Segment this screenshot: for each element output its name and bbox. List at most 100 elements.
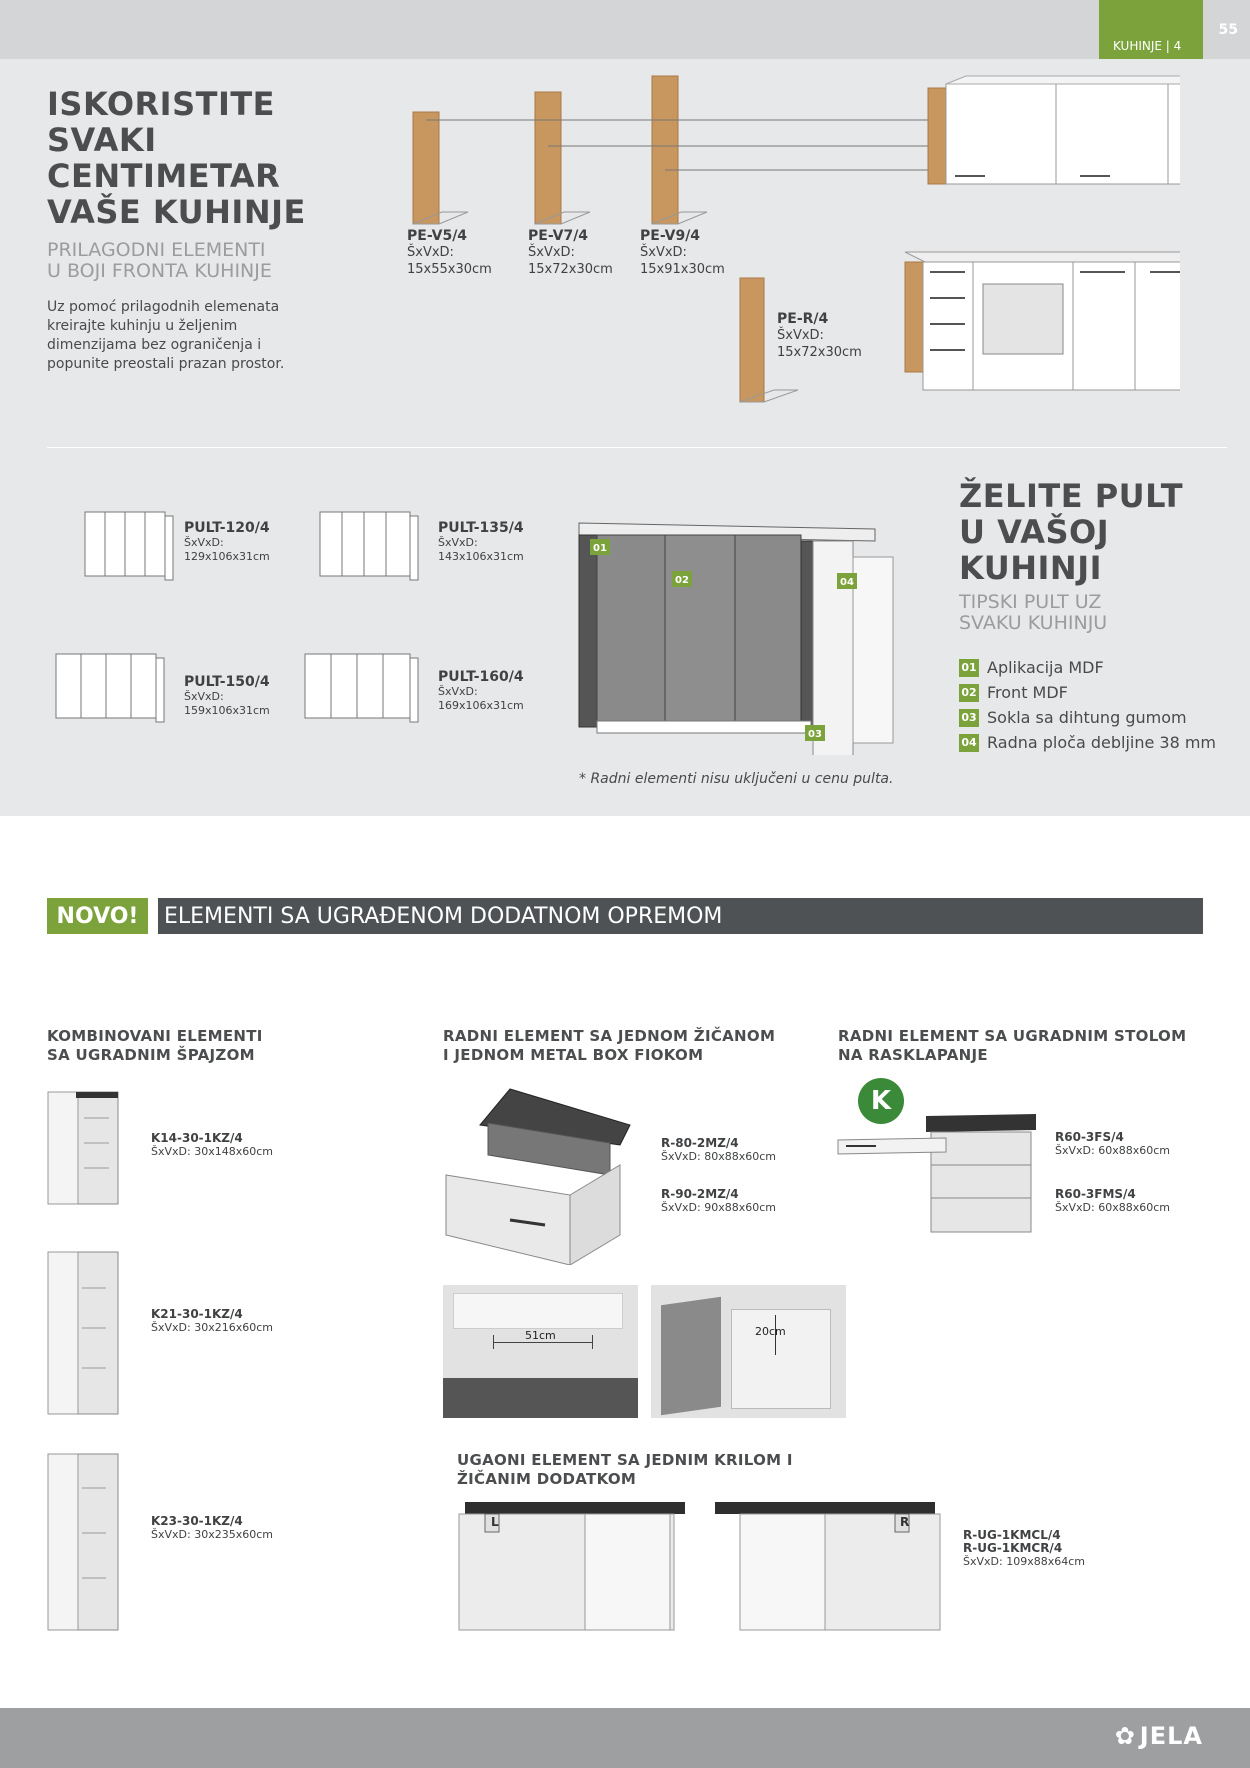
subtitle-line: TIPSKI PULT UZ	[959, 591, 1102, 613]
product-k21: K21-30-1KZ/4 ŠxVxD: 30x216x60cm	[151, 1307, 273, 1335]
novo-badge: NOVO!	[47, 898, 148, 934]
height-measure: 20cm	[755, 1325, 786, 1338]
category-title-table: RADNI ELEMENT SA UGRADNIM STOLOM NA RASK…	[838, 1027, 1186, 1065]
drawer-element-illustration	[445, 1088, 631, 1265]
panel-pe-r: PE-R/4 ŠxVxD: 15x72x30cm	[777, 311, 862, 361]
legend-badge: 04	[959, 733, 979, 752]
intro-subtitle: PRILAGODNI ELEMENTI U BOJI FRONTA KUHINJ…	[47, 240, 272, 282]
product-code: PULT-120/4	[184, 520, 270, 536]
title-line: CENTIMETAR	[47, 157, 281, 195]
tall-cabinets-illustration	[47, 1091, 119, 1631]
product-code: K23-30-1KZ/4	[151, 1514, 243, 1528]
folding-table-illustration	[837, 1114, 1036, 1233]
title-line: SVAKI	[47, 121, 157, 159]
dims-value: 129x106x31cm	[184, 550, 270, 563]
pult-title: ŽELITE PULT U VAŠOJ KUHINJI	[959, 478, 1183, 586]
dims-value: 15x72x30cm	[777, 345, 862, 360]
product-code: R-UG-1KMCL/4	[963, 1528, 1061, 1542]
category-line: RADNI ELEMENT SA UGRADNIM STOLOM	[838, 1027, 1187, 1045]
panel-pe-v7: PE-V7/4 ŠxVxD: 15x72x30cm	[528, 228, 613, 278]
category-line: UGAONI ELEMENT SA JEDNIM KRILOM I	[457, 1451, 793, 1469]
svg-text:01: 01	[593, 543, 607, 554]
product-code: PULT-135/4	[438, 520, 524, 536]
pult-120: PULT-120/4 ŠxVxD: 129x106x31cm	[184, 520, 270, 564]
panels-illustration	[412, 75, 1180, 403]
divider	[47, 447, 1227, 448]
dims-label: ŠxVxD:	[528, 245, 575, 260]
title-line: ISKORISTITE	[47, 85, 276, 123]
product-dims: ŠxVxD: 90x88x60cm	[661, 1201, 776, 1214]
detail-photo-height: 20cm	[651, 1285, 846, 1418]
legend-text: Front MDF	[987, 683, 1068, 702]
intro-paragraph: Uz pomoć prilagodnih elemenata kreirajte…	[47, 299, 285, 372]
svg-text:04: 04	[840, 577, 854, 588]
product-code: R-90-2MZ/4	[661, 1187, 739, 1201]
section-label: KUHINJE | 4	[1113, 39, 1182, 53]
brand-k-icon: K	[858, 1078, 904, 1124]
product-dims: ŠxVxD: 80x88x60cm	[661, 1150, 776, 1163]
product-code: PE-V9/4	[640, 228, 701, 244]
panel-pe-v9: PE-V9/4 ŠxVxD: 15x91x30cm	[640, 228, 725, 278]
product-code: PULT-150/4	[184, 674, 270, 690]
logo-text: JELA	[1139, 1722, 1203, 1750]
product-dims: ŠxVxD: 30x148x60cm	[151, 1145, 273, 1158]
pult-illustration: 01 02 03 04	[578, 522, 894, 755]
dims-label: ŠxVxD:	[438, 536, 478, 549]
product-dims: ŠxVxD: 60x88x60cm	[1055, 1144, 1170, 1157]
dims-value: 169x106x31cm	[438, 699, 524, 712]
dims-value: 15x91x30cm	[640, 262, 725, 277]
svg-text:03: 03	[808, 729, 822, 740]
dims-label: ŠxVxD:	[438, 685, 478, 698]
top-bar	[0, 0, 1250, 59]
legend-item: 01 Aplikacija MDF	[959, 655, 1216, 680]
novo-title: ELEMENTI SA UGRAĐENOM DODATNOM OPREMOM	[158, 898, 1203, 934]
category-title-pantry: KOMBINOVANI ELEMENTI SA UGRADNIM ŠPAJZOM	[47, 1027, 263, 1065]
subtitle-line: U BOJI FRONTA KUHINJE	[47, 260, 272, 282]
panel-pe-v5: PE-V5/4 ŠxVxD: 15x55x30cm	[407, 228, 492, 278]
brand-logo: ✿ JELA	[1115, 1722, 1203, 1750]
product-code: K21-30-1KZ/4	[151, 1307, 243, 1321]
category-line: NA RASKLAPANJE	[838, 1046, 988, 1064]
product-r60fms: R60-3FMS/4 ŠxVxD: 60x88x60cm	[1055, 1187, 1170, 1215]
corner-title: UGAONI ELEMENT SA JEDNIM KRILOM I ŽIČANI…	[457, 1451, 793, 1489]
title-line: ŽELITE PULT	[959, 477, 1184, 515]
product-code: R-UG-1KMCR/4	[963, 1541, 1063, 1555]
corner-element-illustration	[458, 1502, 941, 1631]
legend-badge: 03	[959, 708, 979, 727]
section-tag: KUHINJE | 4	[1099, 0, 1203, 59]
title-line: KUHINJI	[959, 549, 1102, 587]
legend-badge: 02	[959, 683, 979, 702]
pult-135: PULT-135/4 ŠxVxD: 143x106x31cm	[438, 520, 524, 564]
dims-label: ŠxVxD:	[640, 245, 687, 260]
legend-text: Aplikacija MDF	[987, 658, 1104, 677]
pult-thumbnails	[55, 511, 419, 723]
product-code: R-80-2MZ/4	[661, 1136, 739, 1150]
page-number-box: 55	[1203, 0, 1250, 59]
corner-right-label: R	[900, 1515, 910, 1529]
category-title-drawer: RADNI ELEMENT SA JEDNOM ŽIČANOM I JEDNOM…	[443, 1027, 775, 1065]
dims-label: ŠxVxD:	[407, 245, 454, 260]
product-code: PULT-160/4	[438, 669, 524, 685]
dims-label: ŠxVxD:	[777, 328, 824, 343]
category-line: I JEDNOM METAL BOX FIOKOM	[443, 1046, 704, 1064]
legend-item: 02 Front MDF	[959, 680, 1216, 705]
product-r90: R-90-2MZ/4 ŠxVxD: 90x88x60cm	[661, 1187, 776, 1215]
product-dims: ŠxVxD: 109x88x64cm	[963, 1555, 1085, 1568]
dims-value: 159x106x31cm	[184, 704, 270, 717]
title-line: U VAŠOJ	[959, 513, 1110, 551]
pult-160: PULT-160/4 ŠxVxD: 169x106x31cm	[438, 669, 524, 713]
intro-title: ISKORISTITE SVAKI CENTIMETAR VAŠE KUHINJ…	[47, 86, 306, 230]
product-rug: R-UG-1KMCL/4 R-UG-1KMCR/4 ŠxVxD: 109x88x…	[963, 1529, 1085, 1569]
legend-badge: 01	[959, 658, 979, 677]
width-measure: 51cm	[525, 1329, 556, 1342]
product-dims: ŠxVxD: 30x235x60cm	[151, 1528, 273, 1541]
pult-note: * Radni elementi nisu uključeni u cenu p…	[579, 771, 894, 787]
page-number: 55	[1218, 22, 1238, 38]
product-r60fs: R60-3FS/4 ŠxVxD: 60x88x60cm	[1055, 1130, 1170, 1158]
product-dims: ŠxVxD: 60x88x60cm	[1055, 1201, 1170, 1214]
product-code: R60-3FMS/4	[1055, 1187, 1136, 1201]
product-code: PE-V7/4	[528, 228, 589, 244]
